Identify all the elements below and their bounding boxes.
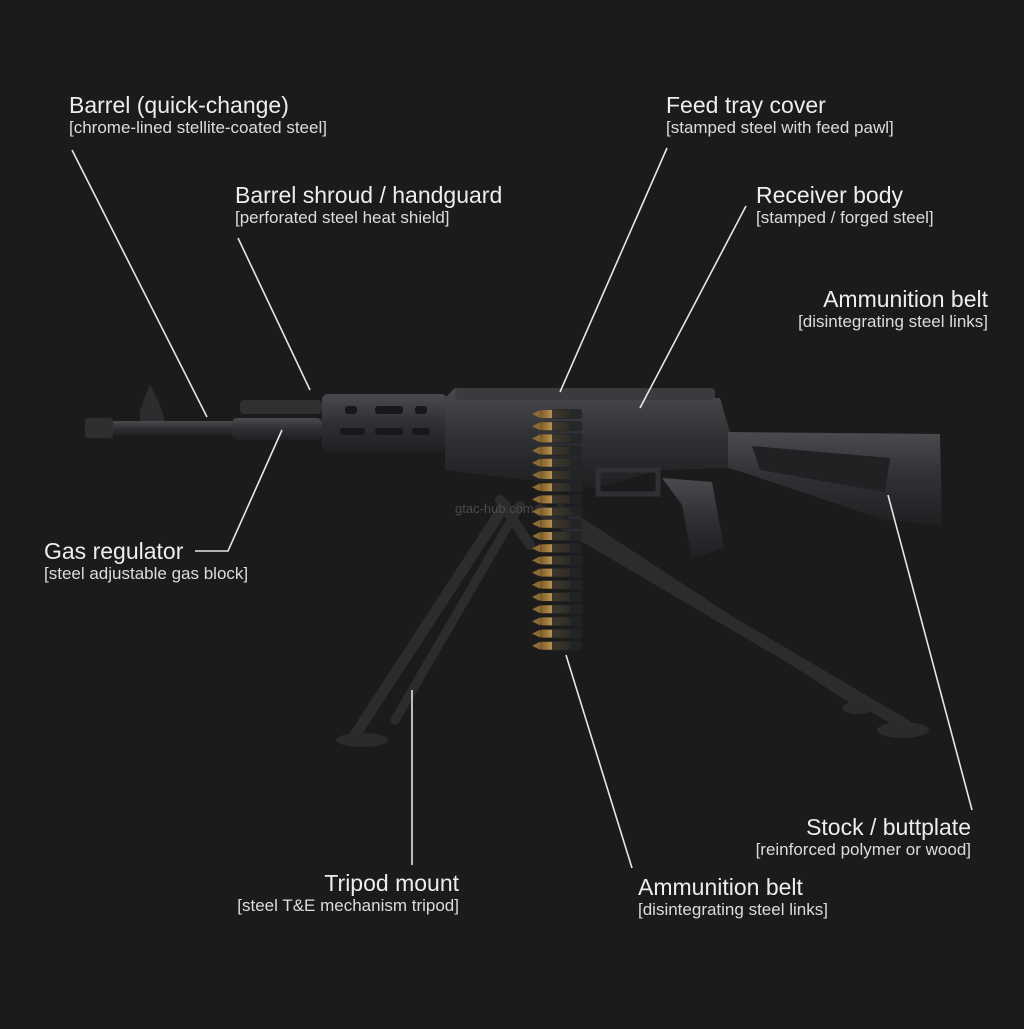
cartridge-icon	[532, 482, 582, 493]
label-tripod: Tripod mount [steel T&E mechanism tripod…	[237, 870, 459, 916]
leader-gas	[195, 429, 283, 552]
cartridge-icon	[532, 506, 582, 517]
cartridge-icon	[532, 640, 582, 651]
watermark: gtac-hub.com	[455, 501, 534, 516]
label-feed-tray: Feed tray cover [stamped steel with feed…	[666, 92, 894, 138]
leader-barrel	[71, 149, 208, 418]
label-feed-tray-sub: [stamped steel with feed pawl]	[666, 118, 894, 138]
barrel-icon	[85, 384, 322, 440]
cartridge-icon	[532, 409, 582, 419]
receiver-icon	[445, 388, 730, 497]
label-ammo-top-title: Ammunition belt	[823, 286, 988, 312]
cartridge-icon	[532, 567, 582, 578]
label-stock-title: Stock / buttplate	[806, 814, 971, 840]
leader-receiver	[639, 205, 747, 409]
label-ammo-top: Ammunition belt [disintegrating steel li…	[798, 286, 988, 332]
leader-feed-tray	[559, 147, 668, 393]
label-ammo-bottom-title: Ammunition belt	[638, 874, 803, 900]
leader-stock	[887, 494, 973, 811]
label-tripod-title: Tripod mount	[324, 870, 459, 896]
cartridge-icon	[532, 616, 582, 627]
label-receiver: Receiver body [stamped / forged steel]	[756, 182, 934, 228]
leader-shroud	[237, 237, 311, 391]
label-tripod-sub: [steel T&E mechanism tripod]	[237, 896, 459, 916]
cartridge-icon	[532, 445, 582, 456]
handguard-icon	[322, 394, 447, 452]
cartridge-icon	[532, 543, 582, 554]
label-stock-sub: [reinforced polymer or wood]	[755, 840, 971, 860]
label-receiver-sub: [stamped / forged steel]	[756, 208, 934, 228]
ammunition-belt-icon	[532, 409, 582, 651]
cartridge-icon	[532, 555, 582, 566]
label-shroud: Barrel shroud / handguard [perforated st…	[235, 182, 502, 228]
cartridge-icon	[532, 531, 582, 541]
cartridge-icon	[532, 494, 582, 505]
cartridge-icon	[532, 421, 582, 432]
label-gas-title: Gas regulator	[44, 538, 184, 564]
cartridge-icon	[532, 604, 582, 615]
label-ammo-bottom-sub: [disintegrating steel links]	[638, 900, 828, 920]
label-feed-tray-title: Feed tray cover	[666, 92, 826, 118]
leader-ammo-bottom	[565, 654, 633, 869]
label-gas-sub: [steel adjustable gas block]	[44, 564, 249, 584]
label-barrel-sub: [chrome-lined stellite-coated steel]	[69, 118, 327, 138]
cartridge-icon	[532, 592, 582, 602]
label-shroud-sub: [perforated steel heat shield]	[235, 208, 450, 228]
label-receiver-title: Receiver body	[756, 182, 904, 208]
cartridge-icon	[532, 433, 582, 444]
cartridge-icon	[532, 518, 582, 529]
label-stock: Stock / buttplate [reinforced polymer or…	[756, 814, 971, 860]
pistol-grip-icon	[662, 478, 724, 558]
stock-icon	[728, 432, 942, 525]
cartridge-icon	[532, 457, 582, 468]
label-gas: Gas regulator [steel adjustable gas bloc…	[44, 538, 248, 584]
cartridge-icon	[532, 470, 582, 480]
tripod-feet-icon	[336, 702, 929, 747]
label-ammo-bottom: Ammunition belt [disintegrating steel li…	[638, 874, 828, 920]
tripod-icon	[349, 495, 911, 741]
label-barrel-title: Barrel (quick-change)	[69, 92, 289, 118]
label-ammo-top-sub: [disintegrating steel links]	[798, 312, 988, 332]
label-barrel: Barrel (quick-change) [chrome-lined stel…	[69, 92, 327, 138]
cartridge-icon	[532, 628, 582, 639]
cartridge-icon	[532, 579, 582, 590]
label-shroud-title: Barrel shroud / handguard	[235, 182, 503, 208]
